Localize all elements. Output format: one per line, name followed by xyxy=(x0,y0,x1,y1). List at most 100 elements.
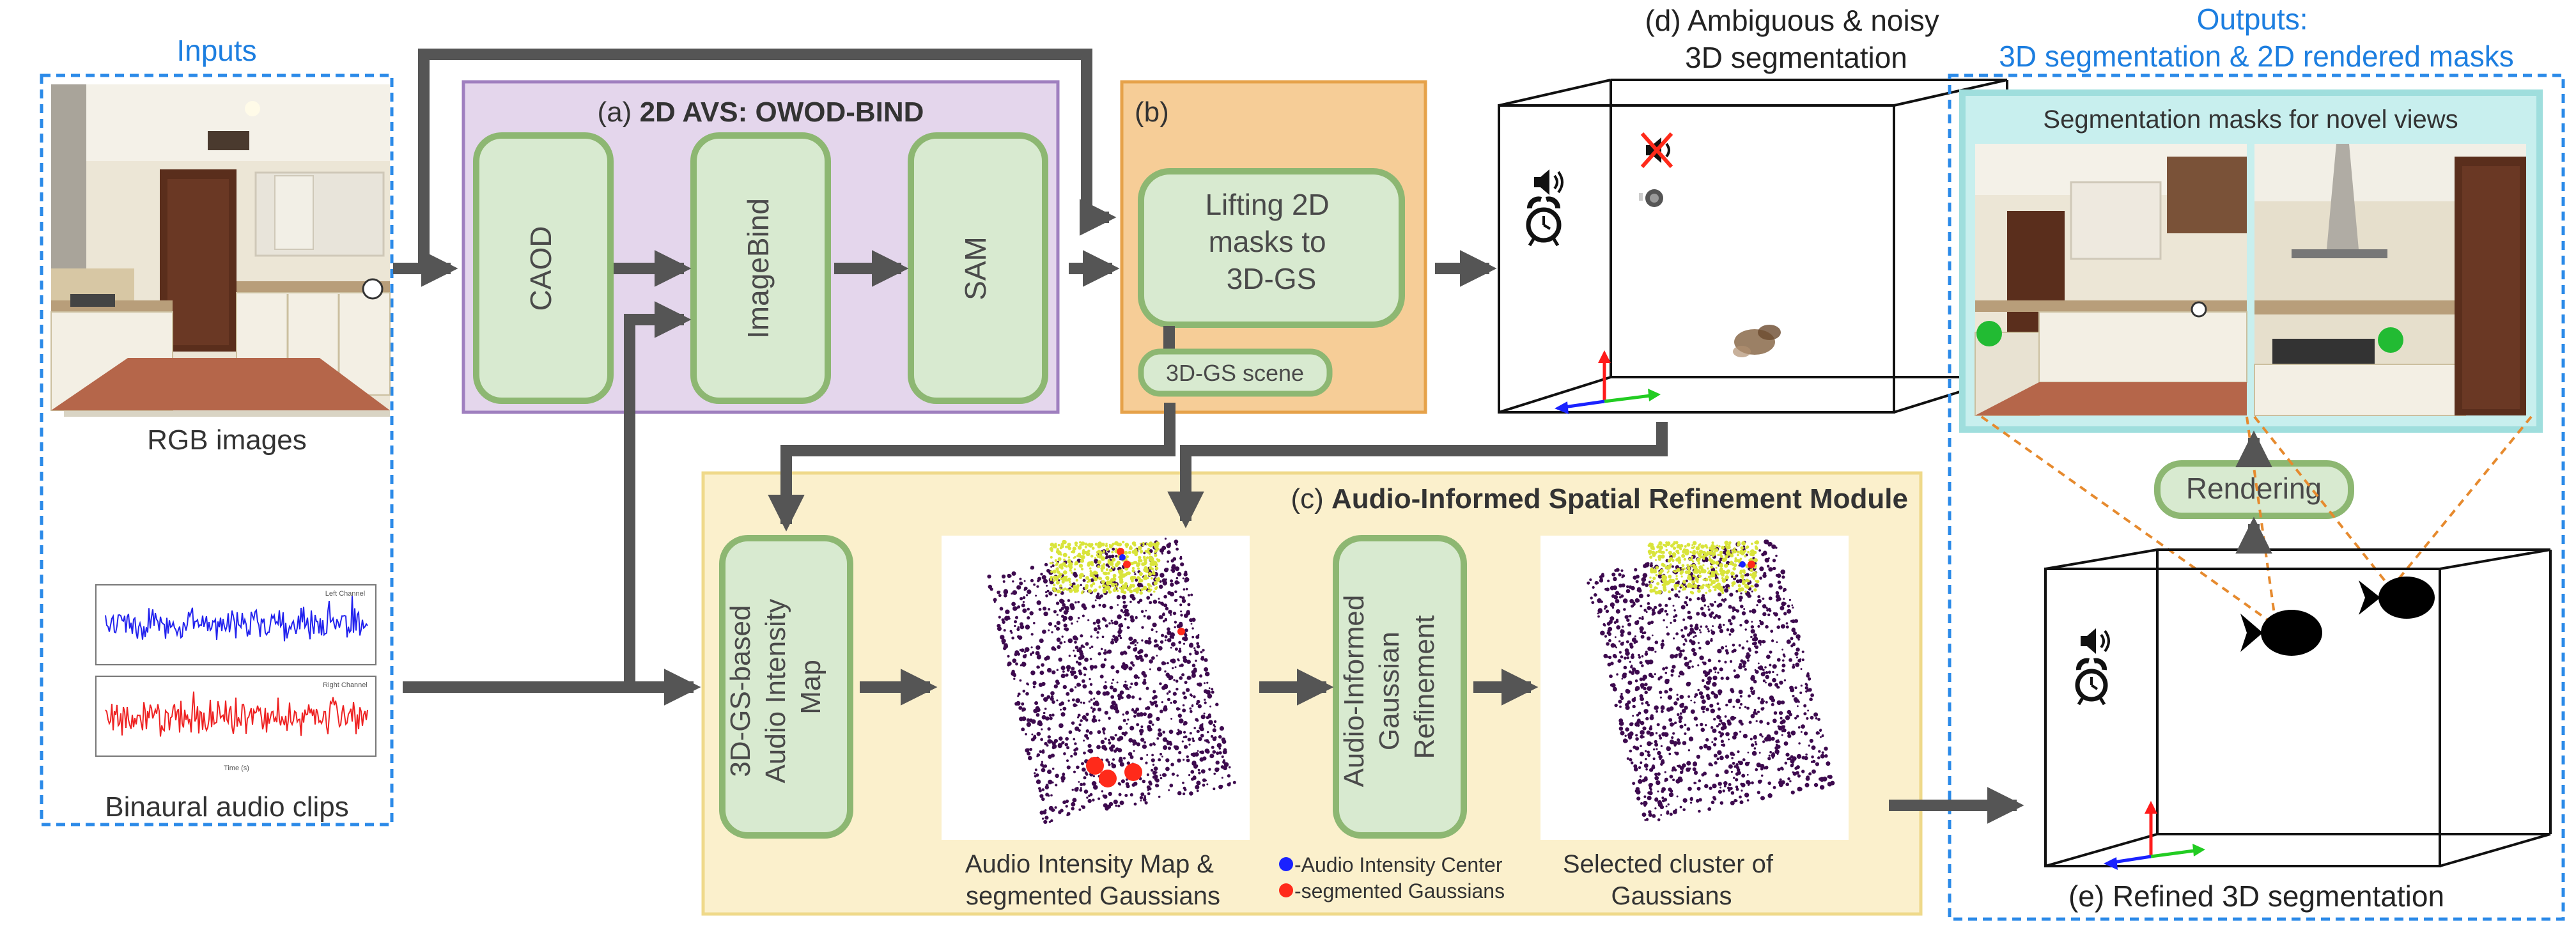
gaussian-point xyxy=(1170,642,1176,647)
gaussian-point xyxy=(1170,614,1172,616)
gaussian-point-yellow xyxy=(1061,577,1066,581)
gaussian-point xyxy=(1798,742,1801,745)
gaussian-point xyxy=(1775,554,1778,557)
gaussian-point xyxy=(1713,754,1718,758)
gaussian-point-yellow xyxy=(1755,540,1759,545)
gaussian-point xyxy=(1119,800,1124,805)
gaussian-point-yellow xyxy=(1697,589,1701,593)
gaussian-point xyxy=(1760,698,1764,701)
gaussian-point xyxy=(1641,655,1644,658)
gaussian-point xyxy=(1035,706,1040,711)
gaussian-point xyxy=(1780,717,1783,720)
gaussian-point xyxy=(1149,668,1151,670)
gaussian-point xyxy=(1727,721,1732,726)
gaussian-point xyxy=(1757,595,1761,598)
gaussian-point xyxy=(1075,601,1077,604)
gaussian-point xyxy=(1140,725,1144,728)
gaussian-point-yellow xyxy=(1739,570,1744,573)
gaussian-point xyxy=(1638,779,1643,784)
gaussian-point xyxy=(1751,590,1753,593)
right-channel-waveform xyxy=(105,691,368,737)
gaussian-point xyxy=(1051,767,1055,770)
gaussian-point-yellow xyxy=(1735,559,1739,562)
gaussian-point xyxy=(1618,573,1622,577)
gaussian-point xyxy=(1750,625,1755,629)
gaussian-point xyxy=(1172,557,1177,561)
gaussian-point xyxy=(1791,627,1796,632)
gaussian-point xyxy=(1040,738,1043,741)
gaussian-point xyxy=(1666,810,1670,813)
gaussian-point xyxy=(1615,609,1620,614)
gaussian-point xyxy=(1654,673,1656,676)
gaussian-point xyxy=(1090,706,1093,709)
gaussian-point xyxy=(1213,787,1216,791)
gaussian-point xyxy=(1760,707,1764,711)
gaussian-point xyxy=(1019,577,1022,580)
gaussian-point xyxy=(1781,575,1785,579)
gaussian-point xyxy=(1642,573,1648,578)
gaussian-point xyxy=(1657,818,1661,821)
gaussian-point xyxy=(1620,692,1623,695)
gaussian-point xyxy=(1085,668,1088,670)
gaussian-point xyxy=(1121,779,1125,784)
gaussian-point xyxy=(1124,680,1127,683)
gaussian-point-yellow xyxy=(1144,563,1147,566)
gaussian-point xyxy=(1609,674,1613,678)
gaussian-point xyxy=(1026,594,1028,596)
gaussian-point xyxy=(1168,729,1174,734)
gaussian-point xyxy=(1657,750,1661,756)
gaussian-point xyxy=(1077,617,1080,619)
gaussian-point xyxy=(1131,739,1137,744)
gaussian-point xyxy=(1170,718,1173,720)
gaussian-point xyxy=(1640,761,1643,764)
gaussian-point xyxy=(1768,754,1771,757)
gaussian-point xyxy=(1001,639,1006,644)
gaussian-point xyxy=(1182,781,1184,784)
gaussian-point xyxy=(1682,618,1686,621)
gaussian-point xyxy=(1041,750,1045,754)
gaussian-point xyxy=(1062,773,1066,777)
gaussian-point xyxy=(1772,559,1776,562)
gaussian-point xyxy=(1094,561,1098,564)
gaussian-point xyxy=(1766,608,1769,612)
gaussian-point xyxy=(1192,740,1195,743)
gaussian-point xyxy=(1191,663,1196,667)
gaussian-point xyxy=(1215,702,1219,706)
gaussian-point xyxy=(1161,661,1166,665)
gaussian-point xyxy=(1118,793,1122,796)
gaussian-point xyxy=(1066,812,1071,816)
gaussian-point xyxy=(1179,676,1183,680)
gaussian-point xyxy=(1041,681,1046,686)
gaussian-point xyxy=(1790,619,1793,623)
gaussian-point xyxy=(1064,606,1069,611)
gaussian-point xyxy=(1133,709,1137,714)
gaussian-point xyxy=(998,616,1001,619)
gaussian-point xyxy=(1020,597,1023,601)
gaussian-point xyxy=(1698,779,1702,782)
gaussian-point xyxy=(1647,686,1652,691)
gaussian-point xyxy=(1631,637,1637,642)
inputs-panel: Inputs xyxy=(40,34,394,826)
gaussian-point xyxy=(1678,720,1682,724)
gaussian-point xyxy=(1129,615,1134,619)
gaussian-point xyxy=(1101,635,1105,639)
gaussian-point xyxy=(1794,619,1798,623)
gaussian-point xyxy=(1725,645,1727,647)
gaussian-point xyxy=(1673,741,1678,746)
gaussian-point-yellow xyxy=(1710,565,1714,569)
gaussian-point xyxy=(1778,741,1780,743)
gaussian-point xyxy=(1640,686,1643,689)
gaussian-point xyxy=(1183,642,1186,645)
gaussian-point xyxy=(1077,713,1081,717)
gaussian-point xyxy=(1638,654,1640,656)
gaussian-point xyxy=(1765,681,1767,684)
gaussian-point xyxy=(1152,690,1156,694)
gaussian-point xyxy=(1099,674,1104,679)
gaussian-point xyxy=(1135,616,1138,619)
gaussian-point xyxy=(1777,739,1780,741)
gaussian-point xyxy=(1049,717,1053,720)
gaussian-point-yellow xyxy=(1069,569,1072,572)
gaussian-point-yellow xyxy=(1122,541,1125,544)
gaussian-point xyxy=(1735,579,1740,584)
gaussian-point xyxy=(1689,797,1693,802)
